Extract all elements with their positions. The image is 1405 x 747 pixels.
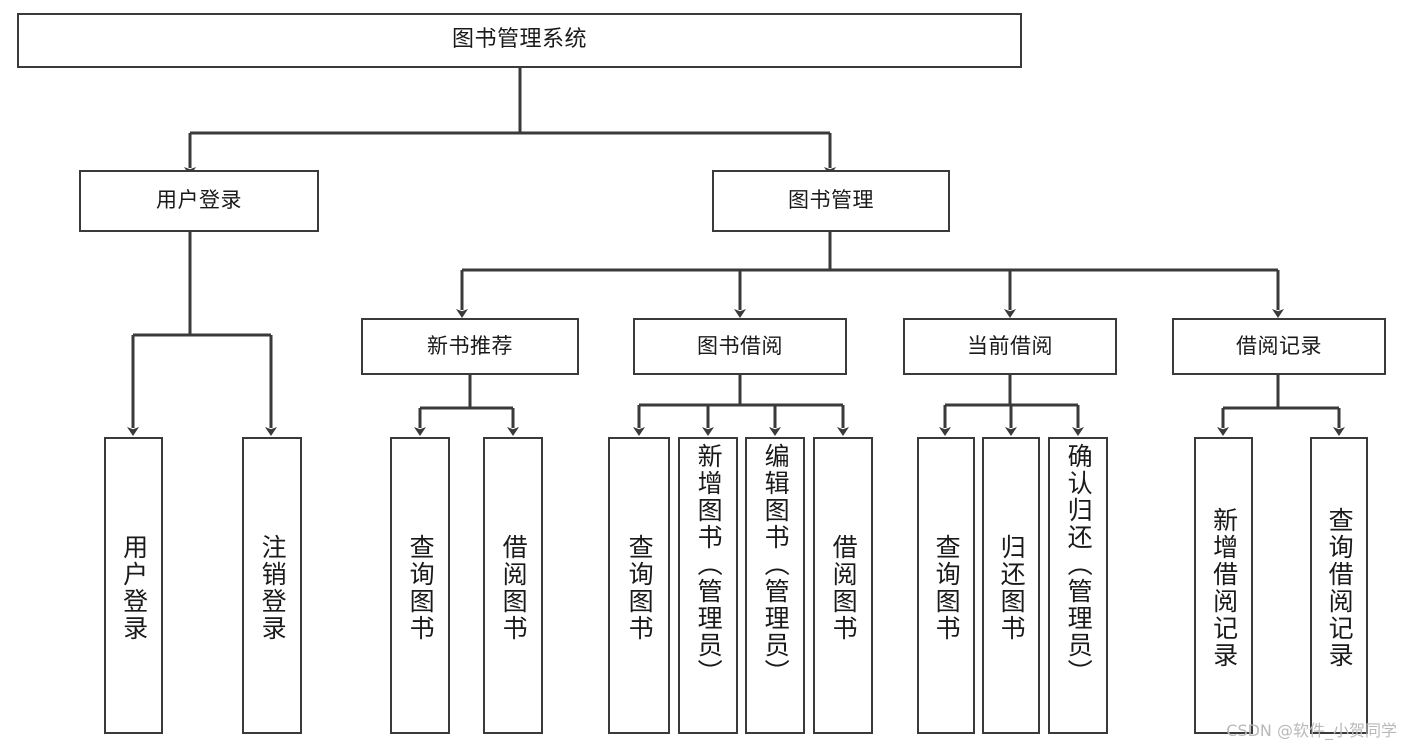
node-current-borrow-label: 当前借阅 [967,333,1053,358]
node-book-manage-label: 图书管理 [788,188,874,213]
node-leaf-query-record-label: 查询借阅记录 [1325,506,1355,669]
node-leaf-query-record[interactable]: 查询借阅记录 [1310,437,1368,734]
node-leaf-add-record[interactable]: 新增借阅记录 [1194,437,1253,734]
node-root[interactable]: 图书管理系统 [17,13,1022,68]
node-new-book-rec[interactable]: 新书推荐 [361,318,579,375]
node-leaf-query-book-2[interactable]: 查询图书 [608,437,670,734]
node-leaf-query-book-3-label: 查询图书 [932,533,962,642]
node-root-label: 图书管理系统 [451,27,587,53]
node-leaf-user-login[interactable]: 用户登录 [104,437,163,734]
node-book-manage[interactable]: 图书管理 [712,170,950,232]
node-leaf-edit-book-label: 编辑图书（管理员） [761,443,791,686]
node-user-login-label: 用户登录 [156,188,242,213]
node-borrow-record-label: 借阅记录 [1236,333,1322,358]
node-leaf-add-book[interactable]: 新增图书（管理员） [678,437,738,734]
node-current-borrow[interactable]: 当前借阅 [903,318,1117,375]
node-leaf-borrow-book-1-label: 借阅图书 [499,533,529,642]
node-leaf-confirm-return-label: 确认归还（管理员） [1064,443,1094,686]
node-new-book-rec-label: 新书推荐 [427,333,513,358]
node-leaf-query-book-2-label: 查询图书 [625,533,655,642]
node-leaf-borrow-book-2[interactable]: 借阅图书 [813,437,873,734]
csdn-watermark: CSDN @软件_小贺同学 [1226,721,1397,740]
node-leaf-query-book-1[interactable]: 查询图书 [390,437,450,734]
node-leaf-return-book-label: 归还图书 [997,533,1027,642]
node-leaf-query-book-1-label: 查询图书 [406,533,436,642]
node-leaf-query-book-3[interactable]: 查询图书 [917,437,975,734]
node-leaf-user-login-label: 用户登录 [119,533,149,642]
node-leaf-confirm-return[interactable]: 确认归还（管理员） [1048,437,1108,734]
node-leaf-borrow-book-1[interactable]: 借阅图书 [483,437,543,734]
node-leaf-add-book-label: 新增图书（管理员） [694,443,724,686]
node-borrow-record[interactable]: 借阅记录 [1172,318,1386,375]
node-user-login[interactable]: 用户登录 [79,170,319,232]
node-leaf-add-record-label: 新增借阅记录 [1209,506,1239,669]
node-leaf-logout[interactable]: 注销登录 [242,437,302,734]
node-leaf-return-book[interactable]: 归还图书 [982,437,1040,734]
node-book-borrow-label: 图书借阅 [697,333,783,358]
node-leaf-borrow-book-2-label: 借阅图书 [829,533,859,642]
node-leaf-logout-label: 注销登录 [258,533,288,642]
node-book-borrow[interactable]: 图书借阅 [633,318,847,375]
node-leaf-edit-book[interactable]: 编辑图书（管理员） [745,437,805,734]
